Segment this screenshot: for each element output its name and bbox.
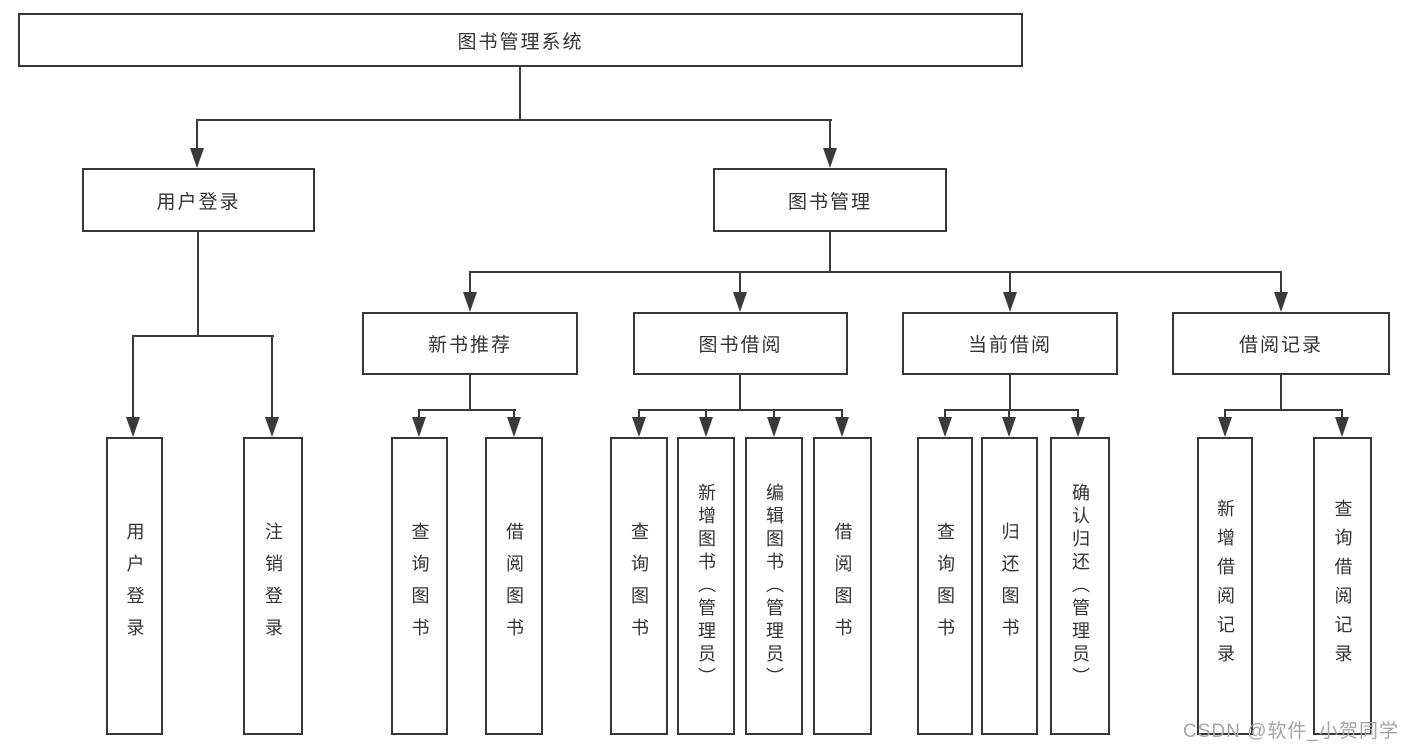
leaf-add-borrow-record: 新增借阅记录 <box>1197 437 1253 735</box>
arrow-down-icon <box>1274 292 1288 312</box>
node-label: 确认归还（管理员） <box>1070 482 1090 690</box>
leaf-return-books: 归还图书 <box>981 437 1038 735</box>
connector-line <box>944 409 946 419</box>
connector-line <box>469 271 1282 273</box>
node-label: 图书借阅 <box>698 335 783 356</box>
connector-line <box>1224 409 1226 419</box>
leaf-query-borrow-record: 查询借阅记录 <box>1313 437 1372 735</box>
node-label: 借阅图书 <box>832 522 853 650</box>
connector-line <box>513 409 515 419</box>
node-book-borrowing: 图书借阅 <box>633 312 848 375</box>
connector-line <box>829 230 831 273</box>
connector-line <box>1224 409 1343 411</box>
node-label: 图书管理系统 <box>457 31 584 53</box>
connector-line <box>1280 271 1282 294</box>
arrow-down-icon <box>1218 417 1232 437</box>
connector-line <box>418 409 516 411</box>
connector-line <box>829 119 831 148</box>
arrow-down-icon <box>938 417 952 437</box>
node-label: 新书推荐 <box>427 335 512 356</box>
node-label: 新增图书（管理员） <box>696 482 716 690</box>
connector-line <box>841 409 843 419</box>
connector-line <box>271 335 273 419</box>
leaf-edit-book-admin: 编辑图书（管理员） <box>745 437 803 735</box>
node-label: 用户登录 <box>156 191 241 213</box>
node-label: 归还图书 <box>999 522 1020 650</box>
leaf-borrow-books-1: 借阅图书 <box>485 437 543 735</box>
connector-line <box>1280 373 1282 411</box>
leaf-query-books-1: 查询图书 <box>391 437 448 735</box>
arrow-down-icon <box>1002 417 1016 437</box>
arrow-down-icon <box>412 417 426 437</box>
watermark: CSDN @软件_小贺同学 <box>1183 721 1399 742</box>
node-label: 图书管理 <box>787 191 872 213</box>
connector-line <box>739 373 741 411</box>
connector-line <box>197 230 199 336</box>
connector-line <box>739 271 741 294</box>
connector-line <box>1009 271 1011 294</box>
connector-line <box>638 409 843 411</box>
connector-line <box>469 373 471 411</box>
connector-line <box>705 409 707 419</box>
leaf-confirm-return-admin: 确认归还（管理员） <box>1050 437 1110 735</box>
arrow-down-icon <box>835 417 849 437</box>
node-label: 查询图书 <box>409 522 430 650</box>
node-label: 用户登录 <box>124 522 145 650</box>
node-label: 借阅图书 <box>504 522 524 650</box>
connector-line <box>132 335 274 337</box>
arrow-down-icon <box>265 417 279 437</box>
connector-line <box>418 409 420 419</box>
connector-line <box>1341 409 1343 419</box>
arrow-down-icon <box>190 148 204 168</box>
arrow-down-icon <box>699 417 713 437</box>
connector-line <box>132 335 134 419</box>
node-library-management-system: 图书管理系统 <box>18 13 1023 67</box>
arrow-down-icon <box>507 417 521 437</box>
leaf-query-books-3: 查询图书 <box>917 437 973 735</box>
connector-line <box>944 409 1079 411</box>
node-label: 查询图书 <box>629 522 649 650</box>
leaf-add-book-admin: 新增图书（管理员） <box>677 437 735 735</box>
leaf-user-login: 用户登录 <box>106 437 163 735</box>
leaf-query-books-2: 查询图书 <box>610 437 668 735</box>
arrow-down-icon <box>1071 417 1085 437</box>
node-label: 注销登录 <box>263 522 283 650</box>
connector-line <box>773 409 775 419</box>
node-user-login: 用户登录 <box>82 168 315 232</box>
node-label: 新增借阅记录 <box>1215 499 1235 673</box>
connector-line <box>469 271 471 294</box>
connector-line <box>1009 373 1011 411</box>
node-borrowing-records: 借阅记录 <box>1172 312 1390 375</box>
connector-line <box>638 409 640 419</box>
leaf-borrow-books-2: 借阅图书 <box>813 437 872 735</box>
connector-line <box>1077 409 1079 419</box>
node-label: 查询图书 <box>935 522 955 650</box>
arrow-down-icon <box>767 417 781 437</box>
node-new-book-recommendation: 新书推荐 <box>362 312 578 375</box>
arrow-down-icon <box>463 292 477 312</box>
node-current-borrowing: 当前借阅 <box>902 312 1118 375</box>
connector-line <box>196 119 198 148</box>
node-book-management: 图书管理 <box>713 168 947 232</box>
node-label: 查询借阅记录 <box>1332 499 1353 673</box>
arrow-down-icon <box>733 292 747 312</box>
node-label: 编辑图书（管理员） <box>764 482 784 690</box>
arrow-down-icon <box>1003 292 1017 312</box>
leaf-logout: 注销登录 <box>243 437 303 735</box>
node-label: 当前借阅 <box>967 335 1052 356</box>
arrow-down-icon <box>632 417 646 437</box>
arrow-down-icon <box>1335 417 1349 437</box>
connector-line <box>196 119 832 121</box>
arrow-down-icon <box>126 417 140 437</box>
arrow-down-icon <box>823 148 837 168</box>
node-label: 借阅记录 <box>1238 335 1323 356</box>
connector-line <box>1008 409 1010 419</box>
connector-line <box>519 67 521 120</box>
